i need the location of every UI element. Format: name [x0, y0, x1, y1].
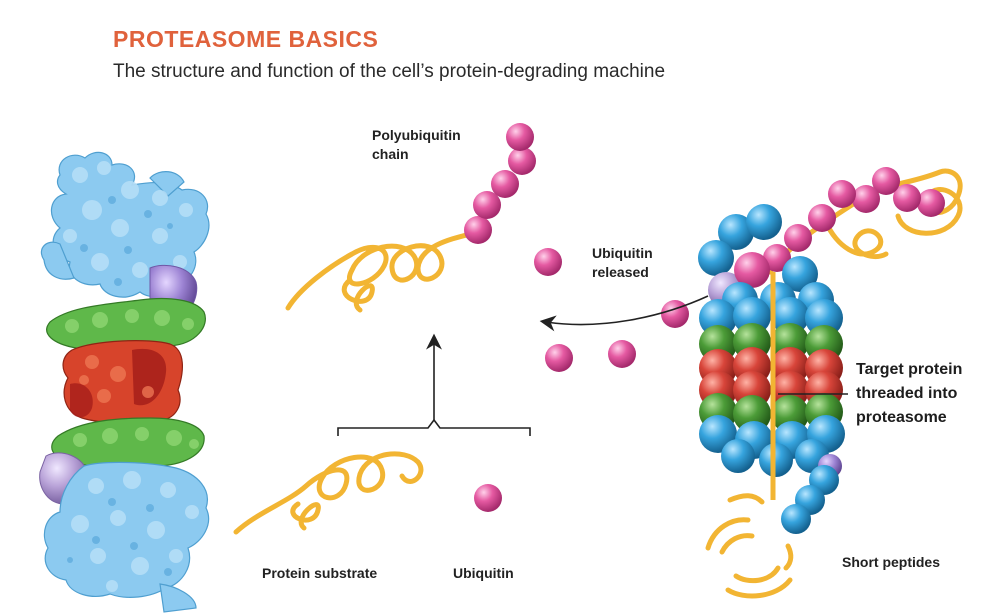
- free-protein-substrate: [233, 451, 424, 535]
- release-arrow: [539, 295, 709, 332]
- label-ubiquitin-released: Ubiquitin released: [592, 244, 653, 282]
- proteasome-surface-structure: [39, 151, 210, 613]
- page-title: PROTEASOME BASICS: [113, 26, 379, 52]
- released-ubiquitins: [534, 248, 689, 372]
- substrate-squiggle-top: [285, 229, 481, 313]
- label-polyubiquitin-line1: Polyubiquitin: [372, 127, 461, 143]
- label-protein-substrate: Protein substrate: [262, 565, 378, 581]
- label-ubiquitin-released-line2: released: [592, 264, 649, 280]
- label-target-line3: proteasome: [856, 409, 947, 426]
- free-ubiquitin: [474, 484, 502, 512]
- label-polyubiquitin-chain: Polyubiquitin chain: [372, 126, 461, 164]
- polyubiquitin-chain: [464, 123, 536, 244]
- label-target-line2: threaded into: [856, 385, 958, 402]
- label-target-protein: Target protein threaded into proteasome: [856, 358, 962, 430]
- proteasome-complex: [698, 167, 963, 599]
- label-target-line1: Target protein: [856, 361, 963, 378]
- label-short-peptides: Short peptides: [842, 554, 941, 570]
- label-polyubiquitin-line2: chain: [372, 146, 409, 162]
- combination-bracket: [337, 333, 531, 436]
- page-subtitle: The structure and function of the cell’s…: [113, 61, 666, 82]
- label-ubiquitin: Ubiquitin: [453, 565, 514, 581]
- label-ubiquitin-released-line1: Ubiquitin: [592, 245, 653, 261]
- polyubiquitinated-substrate: [285, 123, 536, 313]
